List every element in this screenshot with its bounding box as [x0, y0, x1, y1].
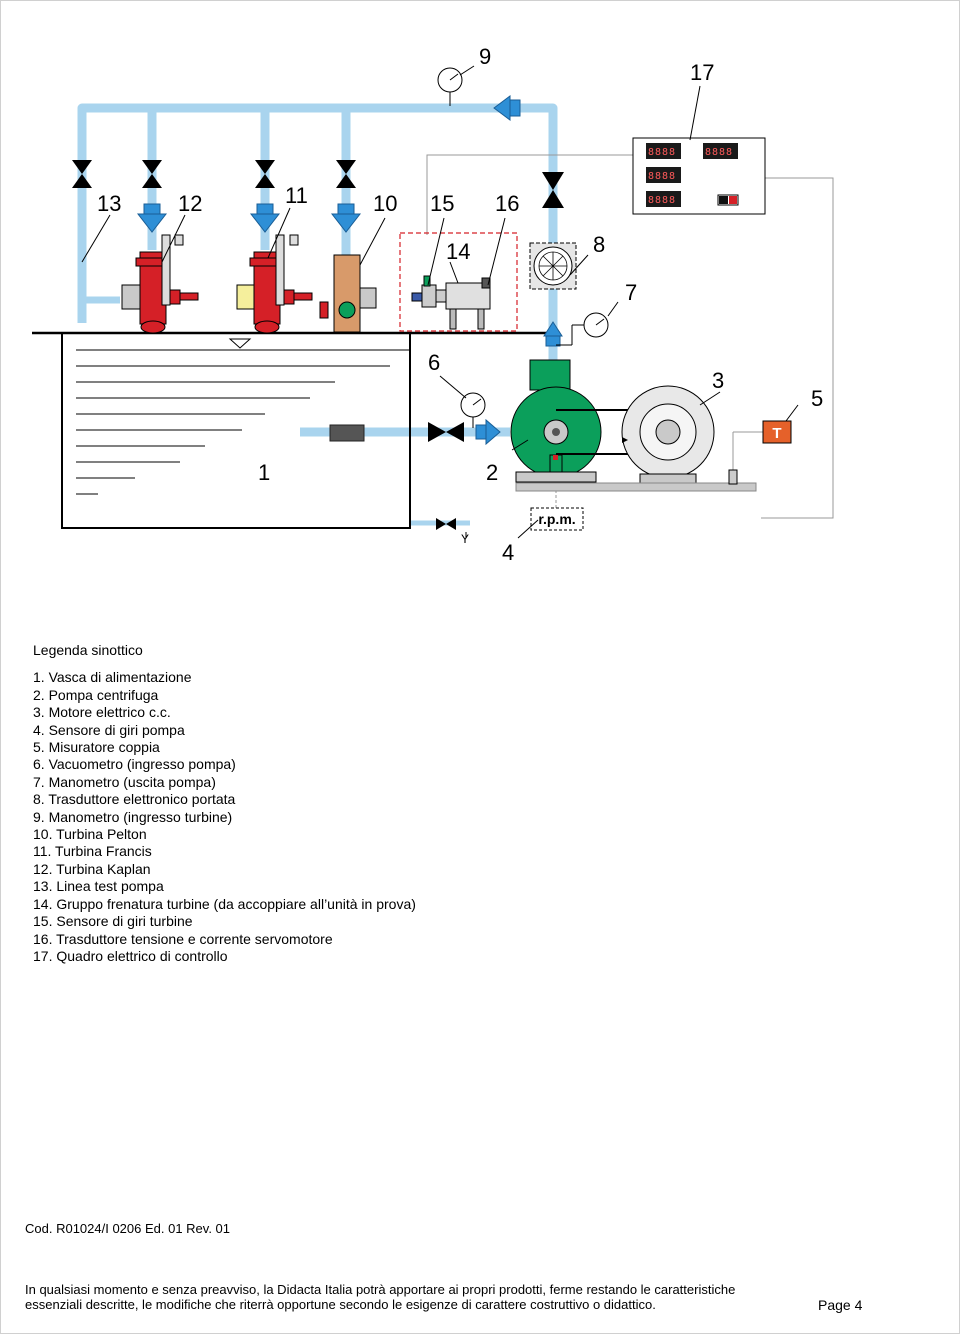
label-5: 5 [811, 386, 823, 411]
inlet-valve-icon [428, 422, 464, 442]
control-panel: 8888 8888 8888 8888 [632, 137, 766, 215]
display-1: 8888 [648, 147, 676, 158]
display-2: 8888 [705, 147, 733, 158]
label-17: 17 [690, 60, 714, 85]
centrifugal-pump [510, 359, 602, 483]
label-10: 10 [373, 191, 397, 216]
legend-item: 8. Trasduttore elettronico portata [33, 791, 236, 808]
torque-arm [728, 469, 738, 485]
legend-title: Legenda sinottico [33, 642, 143, 658]
torque-meter: T [762, 420, 792, 444]
disclaimer-line: In qualsiasi momento e senza preavviso, … [25, 1282, 736, 1297]
label-4: 4 [502, 540, 514, 565]
motor-base [515, 482, 757, 492]
rpm-sensor: r.p.m. [530, 507, 584, 531]
legend-item: 1. Vasca di alimentazione [33, 669, 192, 686]
francis-turbine [236, 234, 313, 334]
diagram-labels: 1 2 3 4 5 6 7 8 9 10 11 12 13 14 15 16 1… [97, 44, 823, 565]
label-valve-y: Y [461, 532, 469, 546]
legend-item: 14. Gruppo frenatura turbine (da accoppi… [33, 895, 416, 912]
legend-item: 17. Quadro elettrico di controllo [33, 947, 228, 964]
legend-item: 7. Manometro (uscita pompa) [33, 773, 216, 790]
turbine-brake-group [399, 232, 518, 332]
label-9: 9 [479, 44, 491, 69]
label-12: 12 [178, 191, 202, 216]
label-13: 13 [97, 191, 121, 216]
legend-item: 4. Sensore di giri pompa [33, 721, 185, 738]
gauge-icon [437, 67, 609, 428]
legend: Legenda sinottico 1. Vasca di alimentazi… [33, 642, 416, 965]
legend-item: 11. Turbina Francis [33, 843, 152, 860]
legend-item: 5. Misuratore coppia [33, 739, 160, 756]
legend-item: 10. Turbina Pelton [33, 826, 147, 843]
flow-transducer [529, 242, 577, 290]
torque-label: T [772, 425, 781, 442]
legend-item: 9. Manometro (ingresso turbine) [33, 808, 233, 825]
flow-arrow-icon [136, 95, 563, 446]
kaplan-turbine [121, 234, 199, 334]
dc-motor [556, 385, 715, 485]
label-8: 8 [593, 232, 605, 257]
label-2: 2 [486, 460, 498, 485]
label-16: 16 [495, 191, 519, 216]
hydraulic-schematic: T r.p.m. 8888 8888 8888 8888 [32, 44, 834, 565]
leader-lines [81, 65, 799, 539]
rpm-label: r.p.m. [538, 511, 575, 527]
legend-item: 6. Vacuometro (ingresso pompa) [33, 756, 236, 773]
display-3: 8888 [648, 171, 676, 182]
supply-tank [32, 331, 560, 529]
pelton-turbine [319, 254, 377, 333]
label-7: 7 [625, 280, 637, 305]
legend-list: 1. Vasca di alimentazione 2. Pompa centr… [33, 669, 416, 965]
label-11: 11 [285, 183, 308, 208]
disclaimer-line: essenziali descritte, le modifiche che r… [25, 1297, 656, 1312]
legend-item: 3. Motore elettrico c.c. [33, 704, 171, 721]
drain-valve-icon [436, 518, 456, 530]
label-14: 14 [446, 239, 470, 264]
label-15: 15 [430, 191, 454, 216]
legend-item: 13. Linea test pompa [33, 878, 164, 895]
legend-item: 16. Trasduttore tensione e corrente serv… [33, 930, 333, 947]
document-code: Cod. R01024/I 0206 Ed. 01 Rev. 01 [25, 1221, 231, 1236]
label-1: 1 [258, 460, 270, 485]
page-number: Page 4 [818, 1297, 863, 1313]
valve-icon [72, 160, 564, 208]
label-3: 3 [712, 368, 724, 393]
disclaimer: In qualsiasi momento e senza preavviso, … [25, 1282, 825, 1312]
legend-item: 2. Pompa centrifuga [33, 686, 159, 703]
legend-item: 15. Sensore di giri turbine [33, 913, 193, 930]
display-4: 8888 [648, 195, 676, 206]
label-6: 6 [428, 350, 440, 375]
legend-item: 12. Turbina Kaplan [33, 860, 151, 877]
